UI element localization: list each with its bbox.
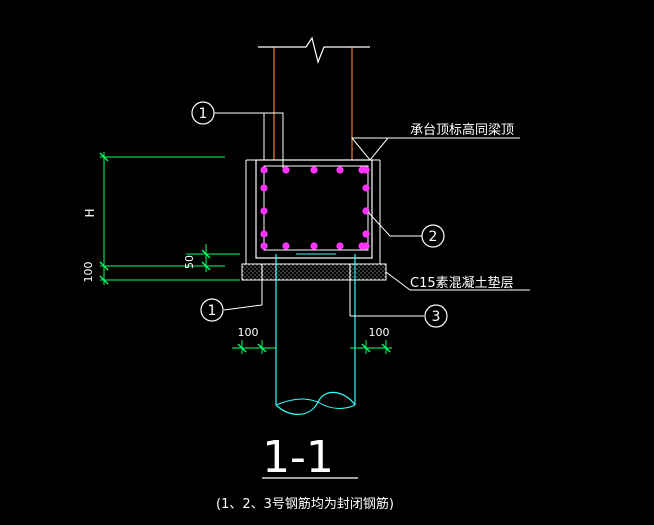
marker-1-top: 1 [191,101,215,125]
marker-3: 3 [424,304,448,328]
rebar-dot [260,242,268,250]
rebar-dot [336,242,344,250]
rebar-dot [310,242,318,250]
section-title: 1-1 [262,432,334,483]
marker-2: 2 [421,224,445,248]
rebar-dot [362,242,370,250]
dim-50-label: 50 [183,255,196,269]
svg-text:3: 3 [432,309,441,325]
leaders [214,112,530,317]
rebar-dot [310,166,318,174]
dim-100-left-label: 100 [82,262,95,283]
svg-text:1: 1 [208,303,217,319]
rebar-dot [336,166,344,174]
rebar-dot [260,184,268,192]
rebar-dot [282,166,290,174]
bottom-dimensions [232,340,392,354]
concrete-pad [241,263,387,281]
note-pad: C15素混凝土垫层 [410,275,514,291]
marker-1-bottom: 1 [200,298,224,322]
pile [275,254,356,415]
left-dimensions [99,152,240,285]
footnote: (1、2、3号钢筋均为封闭钢筋) [216,496,394,512]
rebar-dot [260,207,268,215]
rebar-dots [260,166,370,250]
rebar-dot [260,166,268,174]
rebar-dot [362,166,370,174]
rebar-dot [260,230,268,238]
svg-text:1: 1 [199,106,208,122]
break-line [258,36,370,64]
rebar-dot [282,242,290,250]
note-top: 承台顶标高同梁顶 [410,122,514,138]
rebar-dot [362,184,370,192]
column [258,36,370,160]
svg-text:2: 2 [429,229,438,245]
dim-h-label: H [83,208,97,217]
rebar-dot [362,230,370,238]
dim-100-bottom-left-label: 100 [238,326,259,339]
dim-100-bottom-right-label: 100 [369,326,390,339]
rebar-dot [362,207,370,215]
